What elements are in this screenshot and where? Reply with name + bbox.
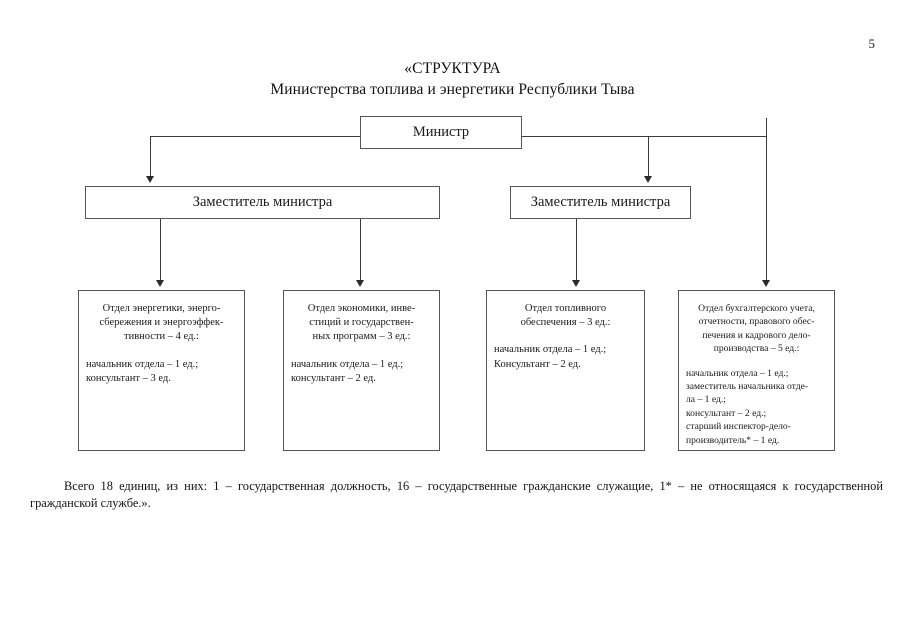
- department-1-staff-list: начальник отдела – 1 ед.; консультант – …: [86, 358, 237, 386]
- department-4-heading-line-2: отчетности, правового обес-: [698, 316, 815, 328]
- arrow-deputy-2: [644, 176, 652, 183]
- node-minister-label: Министр: [412, 124, 470, 140]
- department-4-staff-list: начальник отдела – 1 ед.; заместитель на…: [686, 367, 827, 447]
- department-4-staff-line-6: производитель* – 1 ед.: [686, 434, 780, 446]
- department-4-staff-line-1: начальник отдела – 1 ед.;: [686, 367, 789, 379]
- summary-text: Всего 18 единиц, из них: 1 – государстве…: [30, 479, 883, 510]
- arrow-department-2: [356, 280, 364, 287]
- node-department-accounting: Отдел бухгалтерского учета, отчетности, …: [678, 290, 835, 451]
- node-department-economy: Отдел экономики, инве- стиций и государс…: [283, 290, 440, 451]
- department-2-heading: Отдел экономики, инве- стиций и государс…: [291, 302, 432, 345]
- department-4-staff-line-4: консультант – 2 ед.;: [686, 407, 767, 419]
- department-4-heading-line-3: печения и кадрового дело-: [702, 329, 811, 341]
- node-deputy-minister-1-label: Заместитель министра: [192, 194, 333, 210]
- department-1-heading-line-3: тивности – 4 ед.:: [124, 331, 199, 343]
- department-1-heading: Отдел энергетики, энерго- сбережения и э…: [86, 302, 237, 345]
- department-1-heading-line-2: сбережения и энергоэффек-: [99, 317, 224, 329]
- connector-bus-right: [521, 136, 767, 137]
- connector-deputy-1-to-department-2: [360, 219, 361, 281]
- connector-minister-to-department-4: [766, 118, 767, 281]
- department-3-heading-line-2: обеспечения – 3 ед.:: [520, 317, 611, 329]
- node-deputy-minister-2: Заместитель министра: [510, 186, 691, 219]
- node-department-energy: Отдел энергетики, энерго- сбережения и э…: [78, 290, 245, 451]
- department-1-staff-line-1: начальник отдела – 1 ед.;: [86, 358, 199, 370]
- department-2-staff-line-2: консультант – 2 ед.: [291, 372, 376, 384]
- connector-minister-to-deputy-1: [150, 136, 151, 177]
- department-4-heading-line-4: производства – 5 ед.:: [713, 343, 800, 355]
- department-4-staff-line-3: ла – 1 ед.;: [686, 394, 726, 406]
- department-4-heading-line-1: Отдел бухгалтерского учета,: [698, 303, 815, 314]
- arrow-department-1: [156, 280, 164, 287]
- arrow-department-3: [572, 280, 580, 287]
- department-3-heading: Отдел топливного обеспечения – 3 ед.:: [494, 302, 637, 330]
- department-2-staff-line-1: начальник отдела – 1 ед.;: [291, 358, 404, 370]
- department-1-staff-line-2: консультант – 3 ед.: [86, 372, 171, 384]
- department-3-heading-line-1: Отдел топливного: [524, 303, 607, 314]
- title-line-1: «СТРУКТУРА: [404, 60, 501, 77]
- department-3-staff-list: начальник отдела – 1 ед.; Консультант – …: [494, 343, 637, 371]
- arrow-deputy-1: [146, 176, 154, 183]
- department-1-heading-line-1: Отдел энергетики, энерго-: [102, 303, 221, 314]
- connector-deputy-2-to-department-3: [576, 219, 577, 281]
- department-2-staff-list: начальник отдела – 1 ед.; консультант – …: [291, 358, 432, 386]
- department-4-staff-line-5: старший инспектор-дело-: [686, 421, 791, 433]
- department-4-staff-line-2: заместитель начальника отде-: [686, 381, 809, 393]
- department-3-staff-line-1: начальник отдела – 1 ед.;: [494, 344, 607, 356]
- node-minister: Министр: [360, 116, 522, 149]
- connector-bus-left: [150, 136, 361, 137]
- department-3-staff-line-2: Консультант – 2 ед.: [494, 358, 581, 370]
- page-number: 5: [868, 36, 876, 51]
- department-2-heading-line-1: Отдел экономики, инве-: [307, 303, 416, 314]
- connector-deputy-1-to-department-1: [160, 219, 161, 281]
- title-line-2: Министерства топлива и энергетики Респуб…: [270, 81, 635, 98]
- node-department-fuel: Отдел топливного обеспечения – 3 ед.: на…: [486, 290, 645, 451]
- document-title: «СТРУКТУРА Министерства топлива и энерге…: [0, 58, 905, 100]
- department-2-heading-line-2: стиций и государствен-: [309, 317, 414, 329]
- department-2-heading-line-3: ных программ – 3 ед.:: [312, 331, 411, 343]
- summary-paragraph: Всего 18 единиц, из них: 1 – государстве…: [30, 478, 883, 512]
- node-deputy-minister-1: Заместитель министра: [85, 186, 440, 219]
- connector-minister-to-deputy-2: [648, 136, 649, 177]
- arrow-department-4: [762, 280, 770, 287]
- node-deputy-minister-2-label: Заместитель министра: [530, 194, 671, 210]
- department-4-heading: Отдел бухгалтерского учета, отчетности, …: [686, 302, 827, 356]
